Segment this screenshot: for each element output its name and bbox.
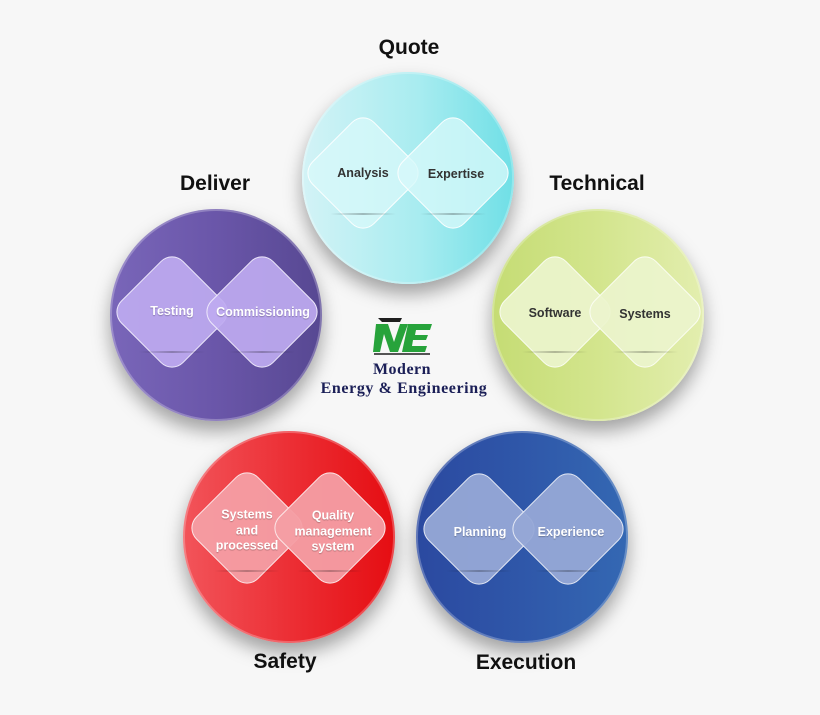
divider [139, 351, 205, 353]
divider [214, 570, 280, 572]
divider [420, 213, 486, 215]
safety-circle: Systems and processed Quality management… [183, 431, 395, 643]
quote-circle: Analysis Expertise [300, 72, 516, 284]
execution-circle: Planning Experience [416, 431, 631, 643]
technical-circle: Software Systems [492, 209, 708, 421]
safety-title: Safety [253, 650, 317, 673]
execution-title: Execution [475, 651, 577, 674]
testing-label: Testing [150, 304, 194, 319]
divider [330, 213, 396, 215]
technical-title: Technical [549, 172, 645, 195]
quality-management-label: Quality management system [294, 508, 372, 554]
systems-label: Systems [619, 307, 671, 322]
software-label: Software [528, 306, 582, 321]
divider [297, 570, 363, 572]
deliver-circle: Testing Commissioning [109, 209, 325, 421]
experience-label: Experience [537, 525, 605, 540]
deliver-title: Deliver [179, 172, 251, 195]
commissioning-label: Commissioning [216, 305, 310, 320]
company-name-line1: Modern [372, 361, 432, 378]
expertise-label: Expertise [427, 167, 485, 182]
company-logo-icon [373, 318, 432, 355]
divider [612, 351, 678, 353]
company-name-line2: Energy & Engineering [320, 380, 488, 397]
quote-title: Quote [378, 36, 440, 59]
planning-label: Planning [453, 525, 507, 540]
divider [229, 351, 295, 353]
divider [522, 351, 588, 353]
systems-processed-label: Systems and processed [215, 507, 279, 553]
divider [535, 570, 601, 572]
divider [446, 570, 512, 572]
analysis-label: Analysis [337, 166, 389, 181]
